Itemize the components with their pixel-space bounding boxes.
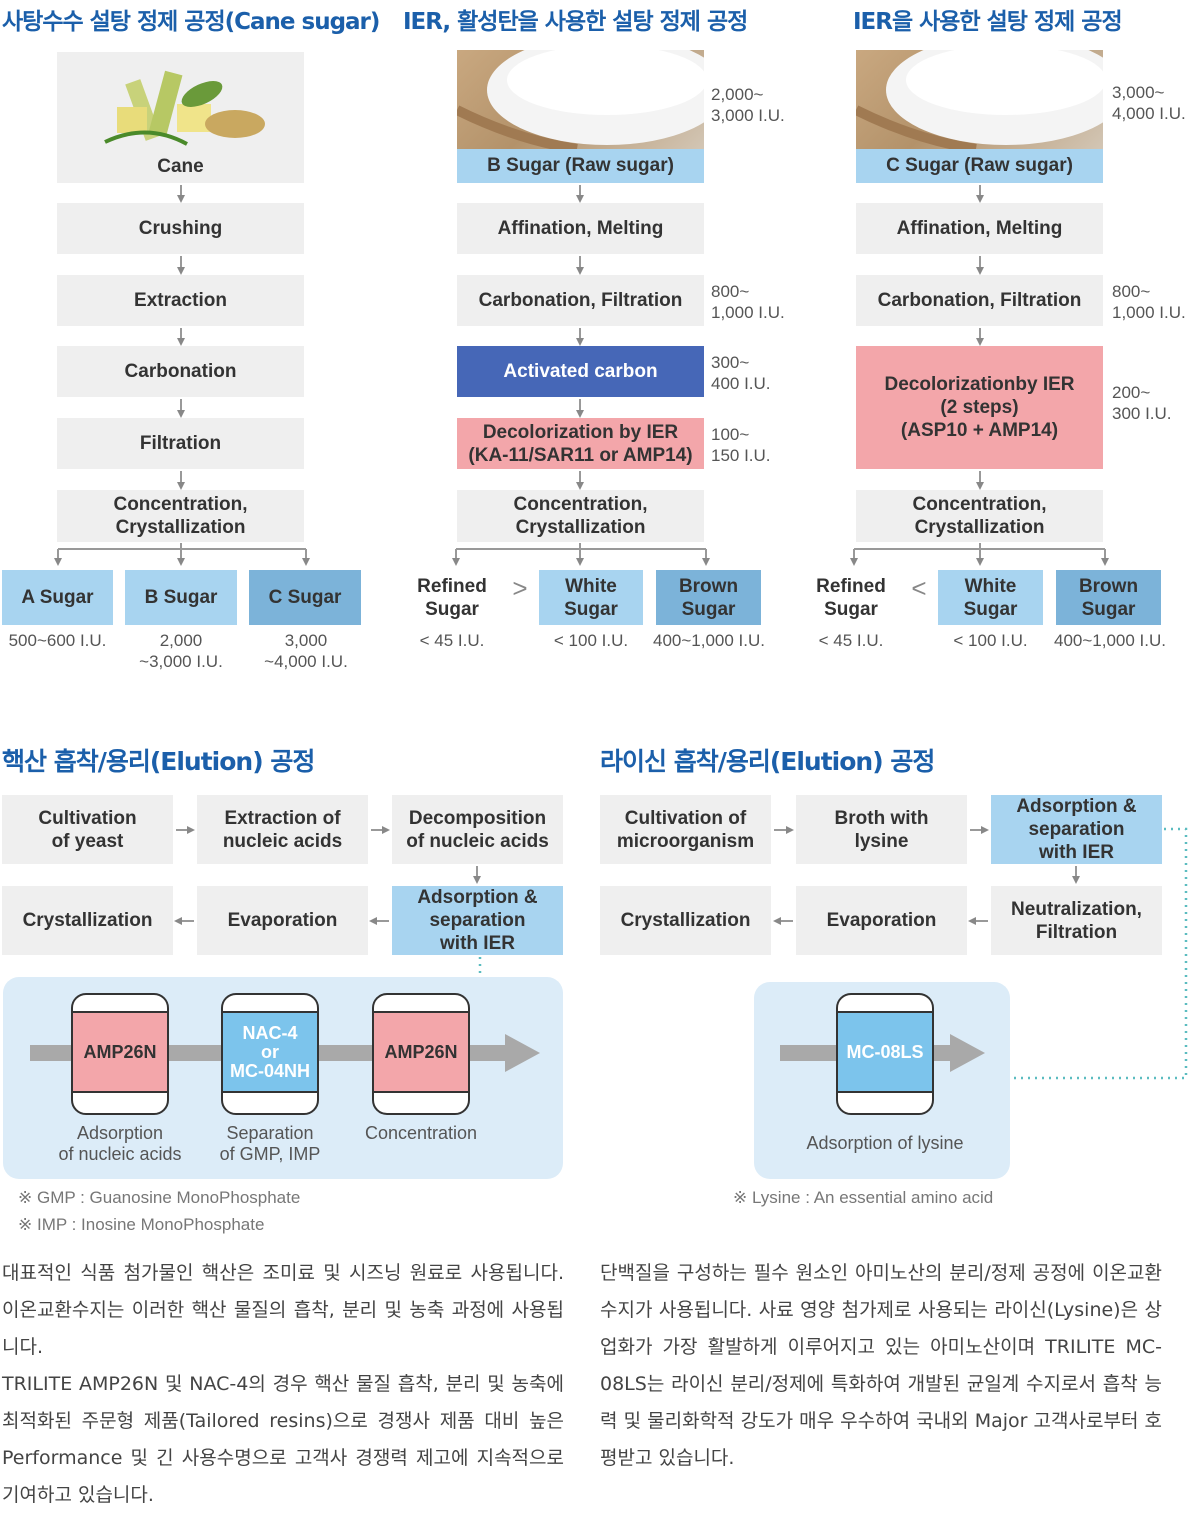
lysine-step-cultivation: Cultivation of microorganism <box>600 795 771 864</box>
ier-side-value-1: 3,000~ 4,000 I.U. <box>1112 83 1186 123</box>
cane-picture <box>104 70 265 146</box>
title-cane-sugar: 사탕수수 설탕 정제 공정(Cane sugar) <box>2 9 380 35</box>
ier-carbon-compare: > <box>512 573 528 603</box>
down-arrows <box>177 185 984 490</box>
ier-carbon-value-refined: < 45 I.U. <box>419 631 485 650</box>
cane-product-c: C Sugar <box>249 570 361 625</box>
title-nucleic: 핵산 흡착/용리(Elution) 공정 <box>2 747 315 776</box>
resin-column-3-label: AMP26N <box>384 1041 458 1062</box>
ier-carbon-step-0: B Sugar (Raw sugar) <box>457 149 704 183</box>
ier-step-1: Affination, Melting <box>856 203 1103 254</box>
ier-compare: < <box>911 573 927 603</box>
resin-column-lysine-caption: Adsorption of lysine <box>806 1133 964 1153</box>
resin-column-3-caption: Concentration <box>364 1123 478 1143</box>
lysine-step-crystallization: Crystallization <box>600 886 771 955</box>
nucleic-step-extraction: Extraction of nucleic acids <box>197 795 368 864</box>
resin-column-1-caption: Adsorption of nucleic acids <box>58 1123 182 1164</box>
ier-carbon-side-value-1: 2,000~ 3,000 I.U. <box>711 85 785 125</box>
ier-step-0: C Sugar (Raw sugar) <box>856 149 1103 183</box>
ier-carbon-side-value-2: 800~ 1,000 I.U. <box>711 282 785 322</box>
cane-image-box: Cane <box>57 52 304 183</box>
sugar-picture-c <box>856 50 1103 150</box>
lysine-step-adsorption: Adsorption & separation with IER <box>991 795 1162 864</box>
cane-step-5: Concentration, Crystallization <box>57 490 304 542</box>
branch-arrows <box>54 543 1109 566</box>
lysine-step-broth: Broth with lysine <box>796 795 967 864</box>
cane-value-b: 2,000 ~3,000 I.U. <box>139 631 223 671</box>
cane-step-0: Cane <box>157 156 204 177</box>
ier-value-refined: < 45 I.U. <box>818 631 884 650</box>
note-lysine: ※ Lysine : An essential amino acid <box>733 1188 994 1207</box>
ier-value-white: < 100 I.U. <box>953 631 1028 650</box>
nucleic-description: 대표적인 식품 첨가물인 핵산은 조미료 및 시즈닝 원료로 사용됩니다. 이온… <box>2 1262 564 1506</box>
ier-step-4: Concentration, Crystallization <box>856 490 1103 542</box>
ier-carbon-product-refined: Refined Sugar <box>400 570 504 625</box>
cane-step-1: Crushing <box>57 203 304 254</box>
nucleic-step-adsorption: Adsorption & separation with IER <box>392 886 563 955</box>
ier-carbon-step-1: Affination, Melting <box>457 203 704 254</box>
ier-carbon-value-white: < 100 I.U. <box>553 631 629 650</box>
note-imp: ※ IMP : Inosine MonoPhosphate <box>18 1215 265 1234</box>
ier-carbon-step-5: Concentration, Crystallization <box>457 490 704 542</box>
resin-column-2-caption: Separation of GMP, IMP <box>219 1123 321 1164</box>
dotted-connectors <box>478 827 1188 1080</box>
ier-carbon-step-4: Decolorization by IER (KA-11/SAR11 or AM… <box>457 418 704 469</box>
ier-carbon-step-3: Activated carbon <box>457 346 704 397</box>
nucleic-step-evaporation: Evaporation <box>197 886 368 955</box>
raw-sugar-image-b: B Sugar (Raw sugar) <box>457 50 704 183</box>
title-ier-carbon: IER, 활성탄을 사용한 설탕 정제 공정 <box>403 9 748 35</box>
ier-step-2: Carbonation, Filtration <box>856 275 1103 326</box>
ier-carbon-side-value-3: 300~ 400 I.U. <box>711 353 771 393</box>
ier-carbon-product-brown: Brown Sugar <box>656 570 761 625</box>
resin-column-2-label: NAC-4 or MC-04NH <box>229 1022 310 1081</box>
lysine-step-neutralization: Neutralization, Filtration <box>991 886 1162 955</box>
title-ier: IER을 사용한 설탕 정제 공정 <box>853 9 1123 35</box>
cane-product-b: B Sugar <box>125 570 237 625</box>
sugar-picture-b <box>457 50 704 150</box>
ier-side-value-3: 200~ 300 I.U. <box>1112 383 1172 423</box>
ier-value-brown: 400~1,000 I.U. <box>1053 631 1166 650</box>
cane-value-a: 500~600 I.U. <box>8 631 107 650</box>
raw-sugar-image-c: C Sugar (Raw sugar) <box>856 50 1103 183</box>
cane-product-a: A Sugar <box>2 570 113 625</box>
resin-column-lysine <box>836 993 934 1115</box>
ier-carbon-product-white: White Sugar <box>539 570 643 625</box>
flow-arrows <box>174 826 1080 925</box>
ier-carbon-step-2: Carbonation, Filtration <box>457 275 704 326</box>
lysine-step-evaporation: Evaporation <box>796 886 967 955</box>
ier-product-white: White Sugar <box>938 570 1043 625</box>
cane-value-c: 3,000 ~4,000 I.U. <box>264 631 348 671</box>
resin-column-3 <box>372 993 470 1115</box>
title-lysine: 라이신 흡착/용리(Elution) 공정 <box>600 747 935 776</box>
ier-step-3: Decolorizationby IER (2 steps) (ASP10 + … <box>856 346 1103 469</box>
ier-carbon-value-brown: 400~1,000 I.U. <box>652 631 765 650</box>
ier-product-brown: Brown Sugar <box>1056 570 1161 625</box>
lysine-description: 단백질을 구성하는 필수 원소인 아미노산의 분리/정제 공정에 이온교환수지가… <box>600 1262 1162 1469</box>
ier-carbon-side-value-4: 100~ 150 I.U. <box>711 425 771 465</box>
resin-column-2 <box>221 993 319 1115</box>
resin-column-1 <box>71 993 169 1115</box>
cane-step-4: Filtration <box>57 418 304 469</box>
note-gmp: ※ GMP : Guanosine MonoPhosphate <box>18 1188 301 1207</box>
nucleic-step-crystallization: Crystallization <box>2 886 173 955</box>
ier-product-refined: Refined Sugar <box>799 570 903 625</box>
ier-side-value-2: 800~ 1,000 I.U. <box>1112 282 1186 322</box>
nucleic-step-decomposition: Decomposition of nucleic acids <box>392 795 563 864</box>
cane-step-3: Carbonation <box>57 346 304 397</box>
cane-step-2: Extraction <box>57 275 304 326</box>
resin-column-lysine-label: MC-08LS <box>846 1041 924 1062</box>
nucleic-step-cultivation: Cultivation of yeast <box>2 795 173 864</box>
resin-column-1-label: AMP26N <box>83 1041 157 1062</box>
